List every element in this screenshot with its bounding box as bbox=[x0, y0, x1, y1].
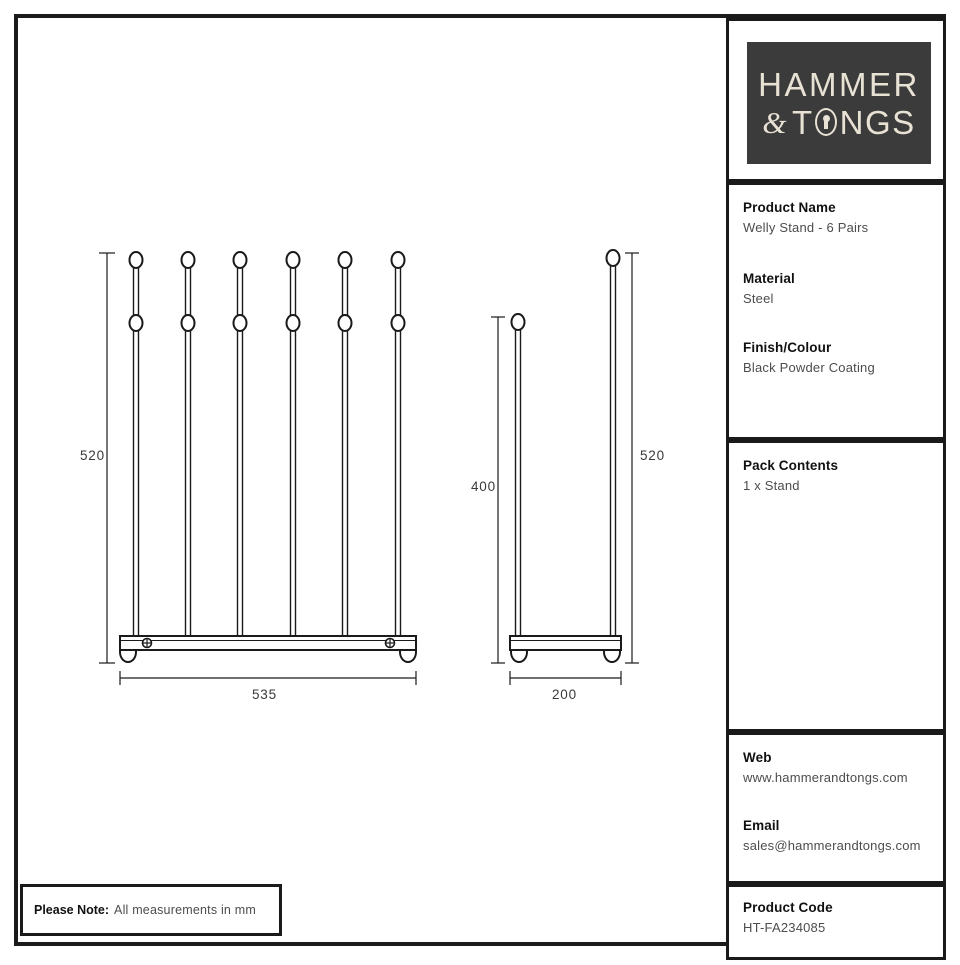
dimension-label-front-height: 520 bbox=[80, 448, 105, 463]
pack-contents-value: 1 x Stand bbox=[743, 478, 800, 494]
front-height-dimension bbox=[99, 252, 115, 664]
dimension-label-front-width: 535 bbox=[252, 687, 277, 702]
email-label: Email bbox=[743, 818, 780, 833]
field-material: Material Steel bbox=[743, 271, 795, 307]
side-short-height-dimension bbox=[491, 316, 505, 664]
material-value: Steel bbox=[743, 291, 774, 307]
post-mid-ring bbox=[337, 314, 353, 332]
dimension-label-side-depth: 200 bbox=[552, 687, 577, 702]
keyhole-icon bbox=[814, 106, 840, 139]
post-top-ring bbox=[390, 251, 406, 269]
field-email: Email sales@hammerandtongs.com bbox=[743, 818, 921, 854]
material-label: Material bbox=[743, 271, 795, 286]
post-mid-ring bbox=[180, 314, 196, 332]
finish-value: Black Powder Coating bbox=[743, 360, 875, 376]
post-top-ring bbox=[337, 251, 353, 269]
front-post-5 bbox=[337, 251, 353, 643]
ampersand-icon: & bbox=[762, 104, 788, 140]
specs-block: Product Name Welly Stand - 6 Pairs Mater… bbox=[726, 182, 946, 440]
web-label: Web bbox=[743, 750, 772, 765]
web-value[interactable]: www.hammerandtongs.com bbox=[743, 770, 908, 786]
brand-logo-ngs: NGS bbox=[839, 103, 916, 141]
front-post-6 bbox=[390, 251, 406, 643]
field-product-code: Product Code HT-FA234085 bbox=[743, 900, 833, 936]
contact-block: Web www.hammerandtongs.com Email sales@h… bbox=[726, 732, 946, 884]
front-fixing-left bbox=[141, 637, 153, 649]
post-mid-ring bbox=[128, 314, 144, 332]
field-product-name: Product Name Welly Stand - 6 Pairs bbox=[743, 200, 868, 236]
side-depth-dimension bbox=[509, 671, 622, 685]
post-top-ring bbox=[128, 251, 144, 269]
product-code-label: Product Code bbox=[743, 900, 833, 915]
field-finish: Finish/Colour Black Powder Coating bbox=[743, 340, 875, 376]
dimension-label-side-tall: 520 bbox=[640, 448, 665, 463]
side-post-rear bbox=[605, 249, 621, 643]
post-mid-ring bbox=[390, 314, 406, 332]
front-width-dimension bbox=[119, 671, 417, 685]
post-top-ring bbox=[510, 313, 526, 331]
product-code-block: Product Code HT-FA234085 bbox=[726, 884, 946, 960]
dimension-label-side-short: 400 bbox=[471, 479, 496, 494]
brand-logo: HAMMER & T NGS bbox=[747, 42, 931, 164]
product-code-value: HT-FA234085 bbox=[743, 920, 826, 936]
technical-drawing: 520 535 400 520 200 bbox=[80, 249, 665, 702]
front-base-bar bbox=[119, 635, 417, 651]
please-note-text: All measurements in mm bbox=[114, 903, 256, 917]
drawing-canvas bbox=[99, 249, 639, 685]
side-tall-height-dimension bbox=[625, 252, 639, 664]
front-post-3 bbox=[232, 251, 248, 643]
brand-logo-t: T bbox=[791, 103, 814, 141]
brand-logo-line-1: HAMMER bbox=[758, 65, 920, 103]
post-top-ring bbox=[605, 249, 621, 267]
logo-block: HAMMER & T NGS bbox=[726, 18, 946, 182]
front-fixing-right bbox=[384, 637, 396, 649]
post-top-ring bbox=[180, 251, 196, 269]
front-post-1 bbox=[128, 251, 144, 643]
pack-contents-block: Pack Contents 1 x Stand bbox=[726, 440, 946, 732]
product-name-label: Product Name bbox=[743, 200, 836, 215]
side-elevation-view bbox=[491, 249, 639, 685]
post-top-ring bbox=[285, 251, 301, 269]
front-post-2 bbox=[180, 251, 196, 643]
product-name-value: Welly Stand - 6 Pairs bbox=[743, 220, 869, 236]
side-base-bar bbox=[509, 635, 622, 651]
field-web: Web www.hammerandtongs.com bbox=[743, 750, 908, 786]
info-column: HAMMER & T NGS Product Name Welly Stand … bbox=[726, 18, 946, 960]
please-note-label: Please Note: bbox=[34, 903, 110, 917]
field-pack-contents: Pack Contents 1 x Stand bbox=[743, 458, 838, 494]
brand-logo-line-2: & T NGS bbox=[762, 106, 915, 139]
side-post-front bbox=[510, 313, 526, 643]
please-note-box: Please Note: All measurements in mm bbox=[20, 884, 282, 936]
post-top-ring bbox=[232, 251, 248, 269]
post-mid-ring bbox=[232, 314, 248, 332]
finish-label: Finish/Colour bbox=[743, 340, 832, 355]
post-mid-ring bbox=[285, 314, 301, 332]
front-post-4 bbox=[285, 251, 301, 643]
front-elevation-view bbox=[99, 251, 417, 685]
pack-contents-label: Pack Contents bbox=[743, 458, 839, 473]
email-value[interactable]: sales@hammerandtongs.com bbox=[743, 838, 921, 854]
